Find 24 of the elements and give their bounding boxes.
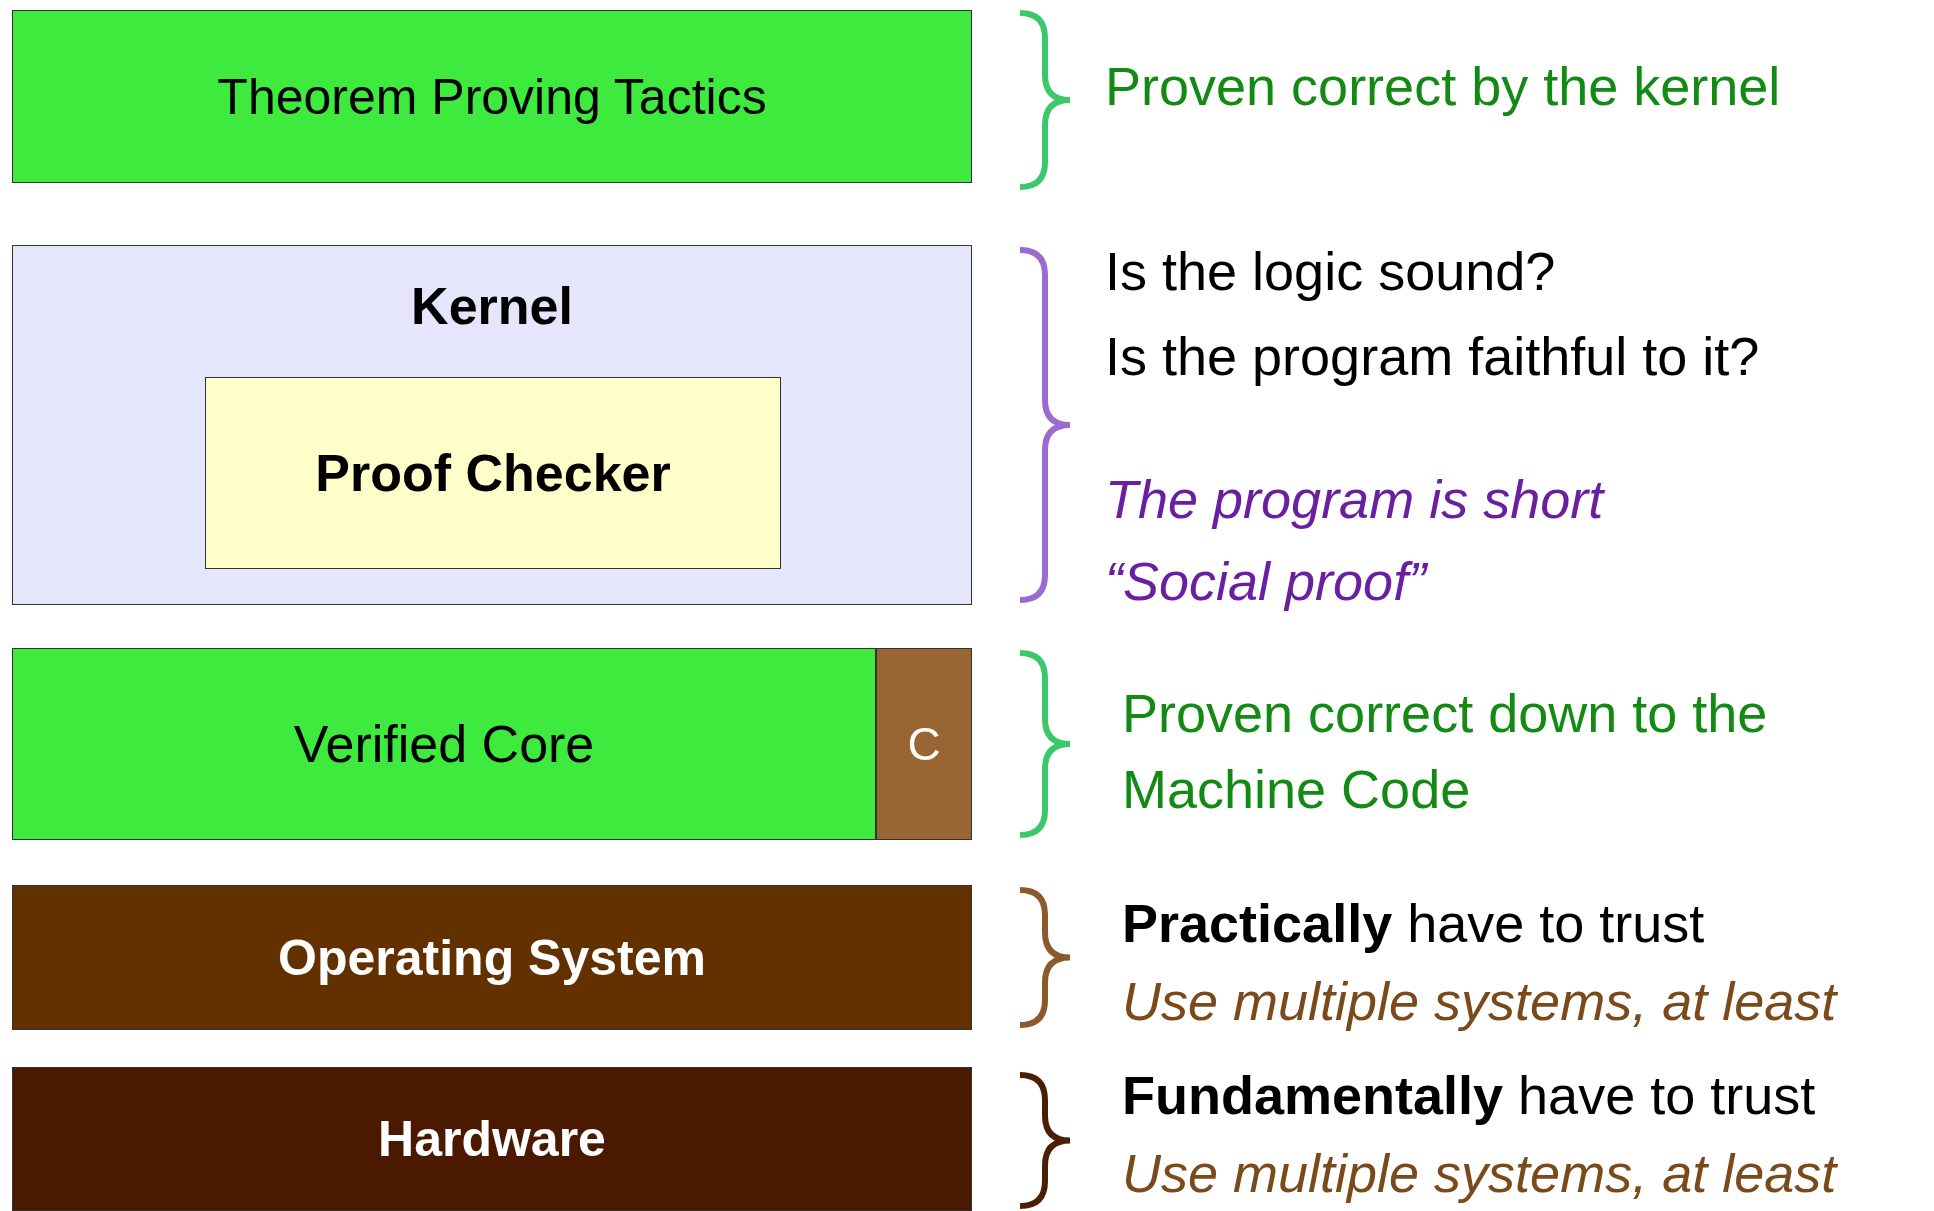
layer-label: C — [907, 717, 941, 771]
annotation-text: Is the program faithful to it? — [1105, 325, 1760, 387]
layer-box — [12, 648, 876, 840]
layer-label: Kernel — [411, 276, 573, 336]
layer-box — [12, 245, 972, 605]
layer-box — [12, 10, 972, 183]
layer-box — [12, 1067, 972, 1211]
annotation-text: Use multiple systems, at least — [1122, 1142, 1837, 1204]
layer-label: Theorem Proving Tactics — [217, 67, 767, 126]
annotation-text: Proven correct by the kernel — [1105, 55, 1781, 117]
annotation-text: Practically have to trust — [1122, 892, 1705, 954]
annotation-text: Fundamentally have to trust — [1122, 1064, 1816, 1126]
layer-box — [12, 885, 972, 1030]
layer-label: Operating System — [278, 928, 706, 987]
annotation-text: “Social proof” — [1105, 550, 1427, 612]
layer-box — [205, 377, 781, 569]
layer-label: Hardware — [378, 1110, 606, 1168]
layer-label: Proof Checker — [315, 443, 671, 503]
annotation-text: Proven correct down to the Machine Code — [1122, 682, 1769, 821]
layer-label: Verified Core — [293, 714, 595, 774]
annotation-text: Use multiple systems, at least — [1122, 970, 1837, 1032]
annotation-text: The program is short — [1105, 468, 1604, 530]
layer-box — [876, 648, 972, 840]
annotation-text: Is the logic sound? — [1105, 240, 1556, 302]
